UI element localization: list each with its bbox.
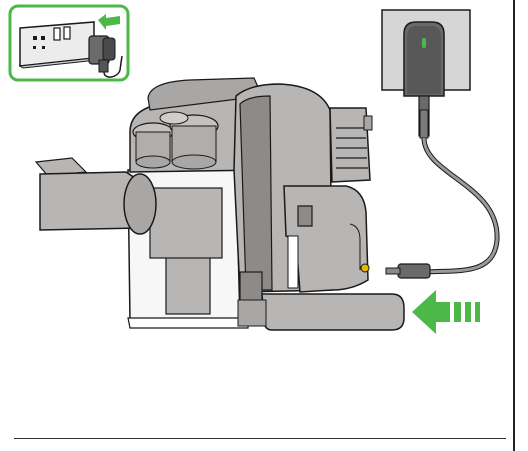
wall-socket-plug-in-icon [8, 4, 130, 82]
wall-charger-icon [381, 9, 500, 279]
section-divider [14, 438, 506, 439]
page-edge-rule [513, 0, 515, 451]
handheld-vacuum-charging-icon [34, 77, 405, 331]
insert-arrow-icon [412, 290, 480, 334]
